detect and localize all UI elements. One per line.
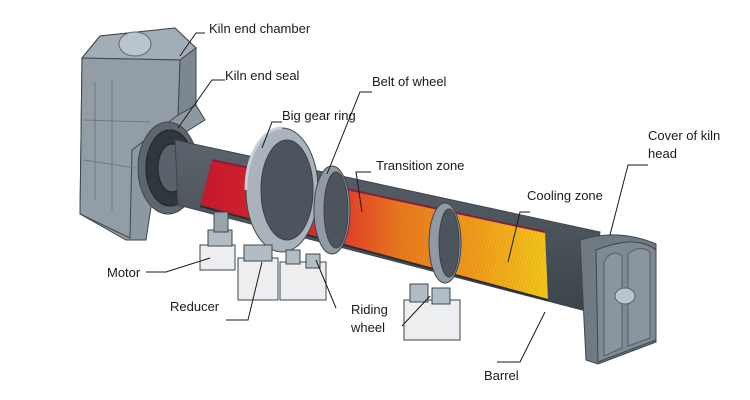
label-reducer: Reducer (170, 299, 220, 314)
kiln-end-chamber (79, 27, 206, 241)
label-belt-of-wheel: Belt of wheel (372, 74, 447, 89)
leader-lines (146, 32, 648, 363)
leader-cover-of-kiln-head (609, 164, 648, 236)
leader-kiln-end-chamber (179, 32, 205, 57)
leader-big-gear-ring (261, 121, 282, 149)
label-transition-zone: Transition zone (376, 158, 464, 173)
labels: Kiln end chamber Kiln end seal Belt of w… (107, 21, 720, 383)
belt-of-wheel-2 (428, 202, 462, 284)
label-cover-of-kiln-head-2: head (648, 146, 677, 161)
belt-of-wheel (313, 165, 351, 255)
leader-riding-wheel-2 (401, 295, 431, 327)
label-kiln-end-chamber: Kiln end chamber (209, 21, 311, 36)
label-riding-wheel-2: wheel (350, 320, 385, 335)
leader-belt-of-wheel (326, 91, 372, 175)
label-cover-of-kiln-head-1: Cover of kiln (648, 128, 720, 143)
motor (199, 211, 236, 271)
reducer (237, 244, 279, 301)
chamber-port (118, 31, 152, 57)
leader-cooling-zone (507, 211, 530, 263)
riding-wheel (403, 283, 461, 341)
label-barrel: Barrel (484, 368, 519, 383)
riding-wheel-base (279, 249, 327, 301)
label-motor: Motor (107, 265, 141, 280)
leader-kiln-end-seal (177, 79, 225, 129)
leader-riding-wheel (315, 259, 337, 309)
leader-transition-zone (355, 171, 371, 213)
label-cooling-zone: Cooling zone (527, 188, 603, 203)
big-gear-ring (244, 126, 319, 253)
leader-motor (146, 257, 211, 273)
leader-barrel (497, 311, 546, 363)
leader-reducer (226, 261, 263, 321)
cover-of-kiln-head (579, 234, 657, 365)
label-kiln-end-seal: Kiln end seal (225, 68, 300, 83)
label-big-gear-ring: Big gear ring (282, 108, 356, 123)
label-riding-wheel-1: Riding (351, 302, 388, 317)
